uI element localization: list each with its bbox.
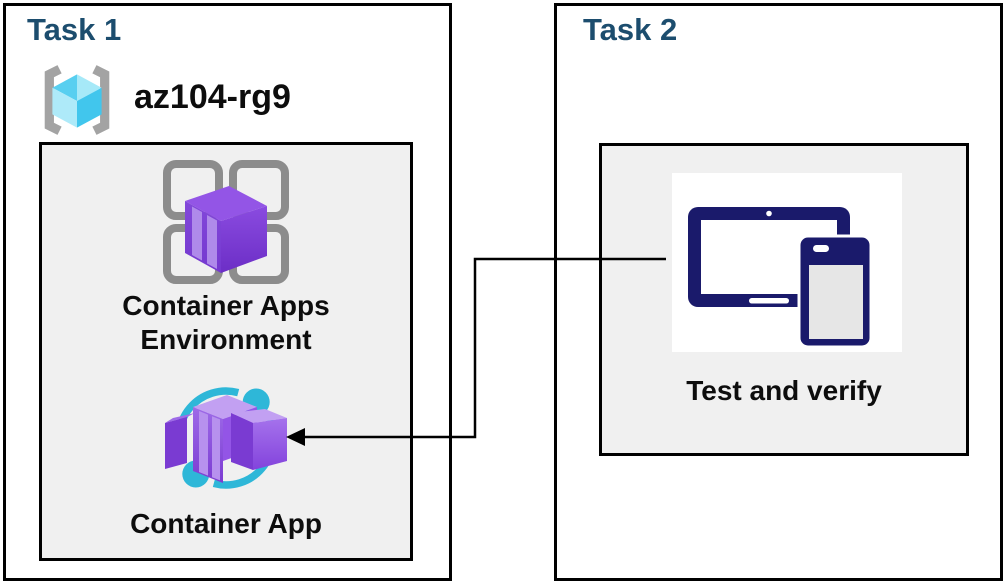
environment-label: Container Apps Environment xyxy=(122,290,330,355)
devices-icon-background xyxy=(672,173,902,352)
task2-box: Task 2 Test and verify xyxy=(554,3,1003,581)
task1-box: Task 1 az104-rg9 xyxy=(3,3,452,581)
resource-group-icon xyxy=(44,65,110,135)
resource-group-label: az104-rg9 xyxy=(134,78,291,116)
test-and-verify-label: Test and verify xyxy=(686,375,882,406)
container-app-icon xyxy=(165,387,287,489)
task1-title: Task 1 xyxy=(27,12,122,47)
container-app-label: Container App xyxy=(130,508,322,539)
task1-panel: Container Apps Environment xyxy=(39,142,413,561)
devices-icon xyxy=(688,207,873,349)
task2-panel: Test and verify xyxy=(599,143,969,456)
task2-title: Task 2 xyxy=(583,12,678,47)
container-apps-environment-icon xyxy=(163,160,289,284)
